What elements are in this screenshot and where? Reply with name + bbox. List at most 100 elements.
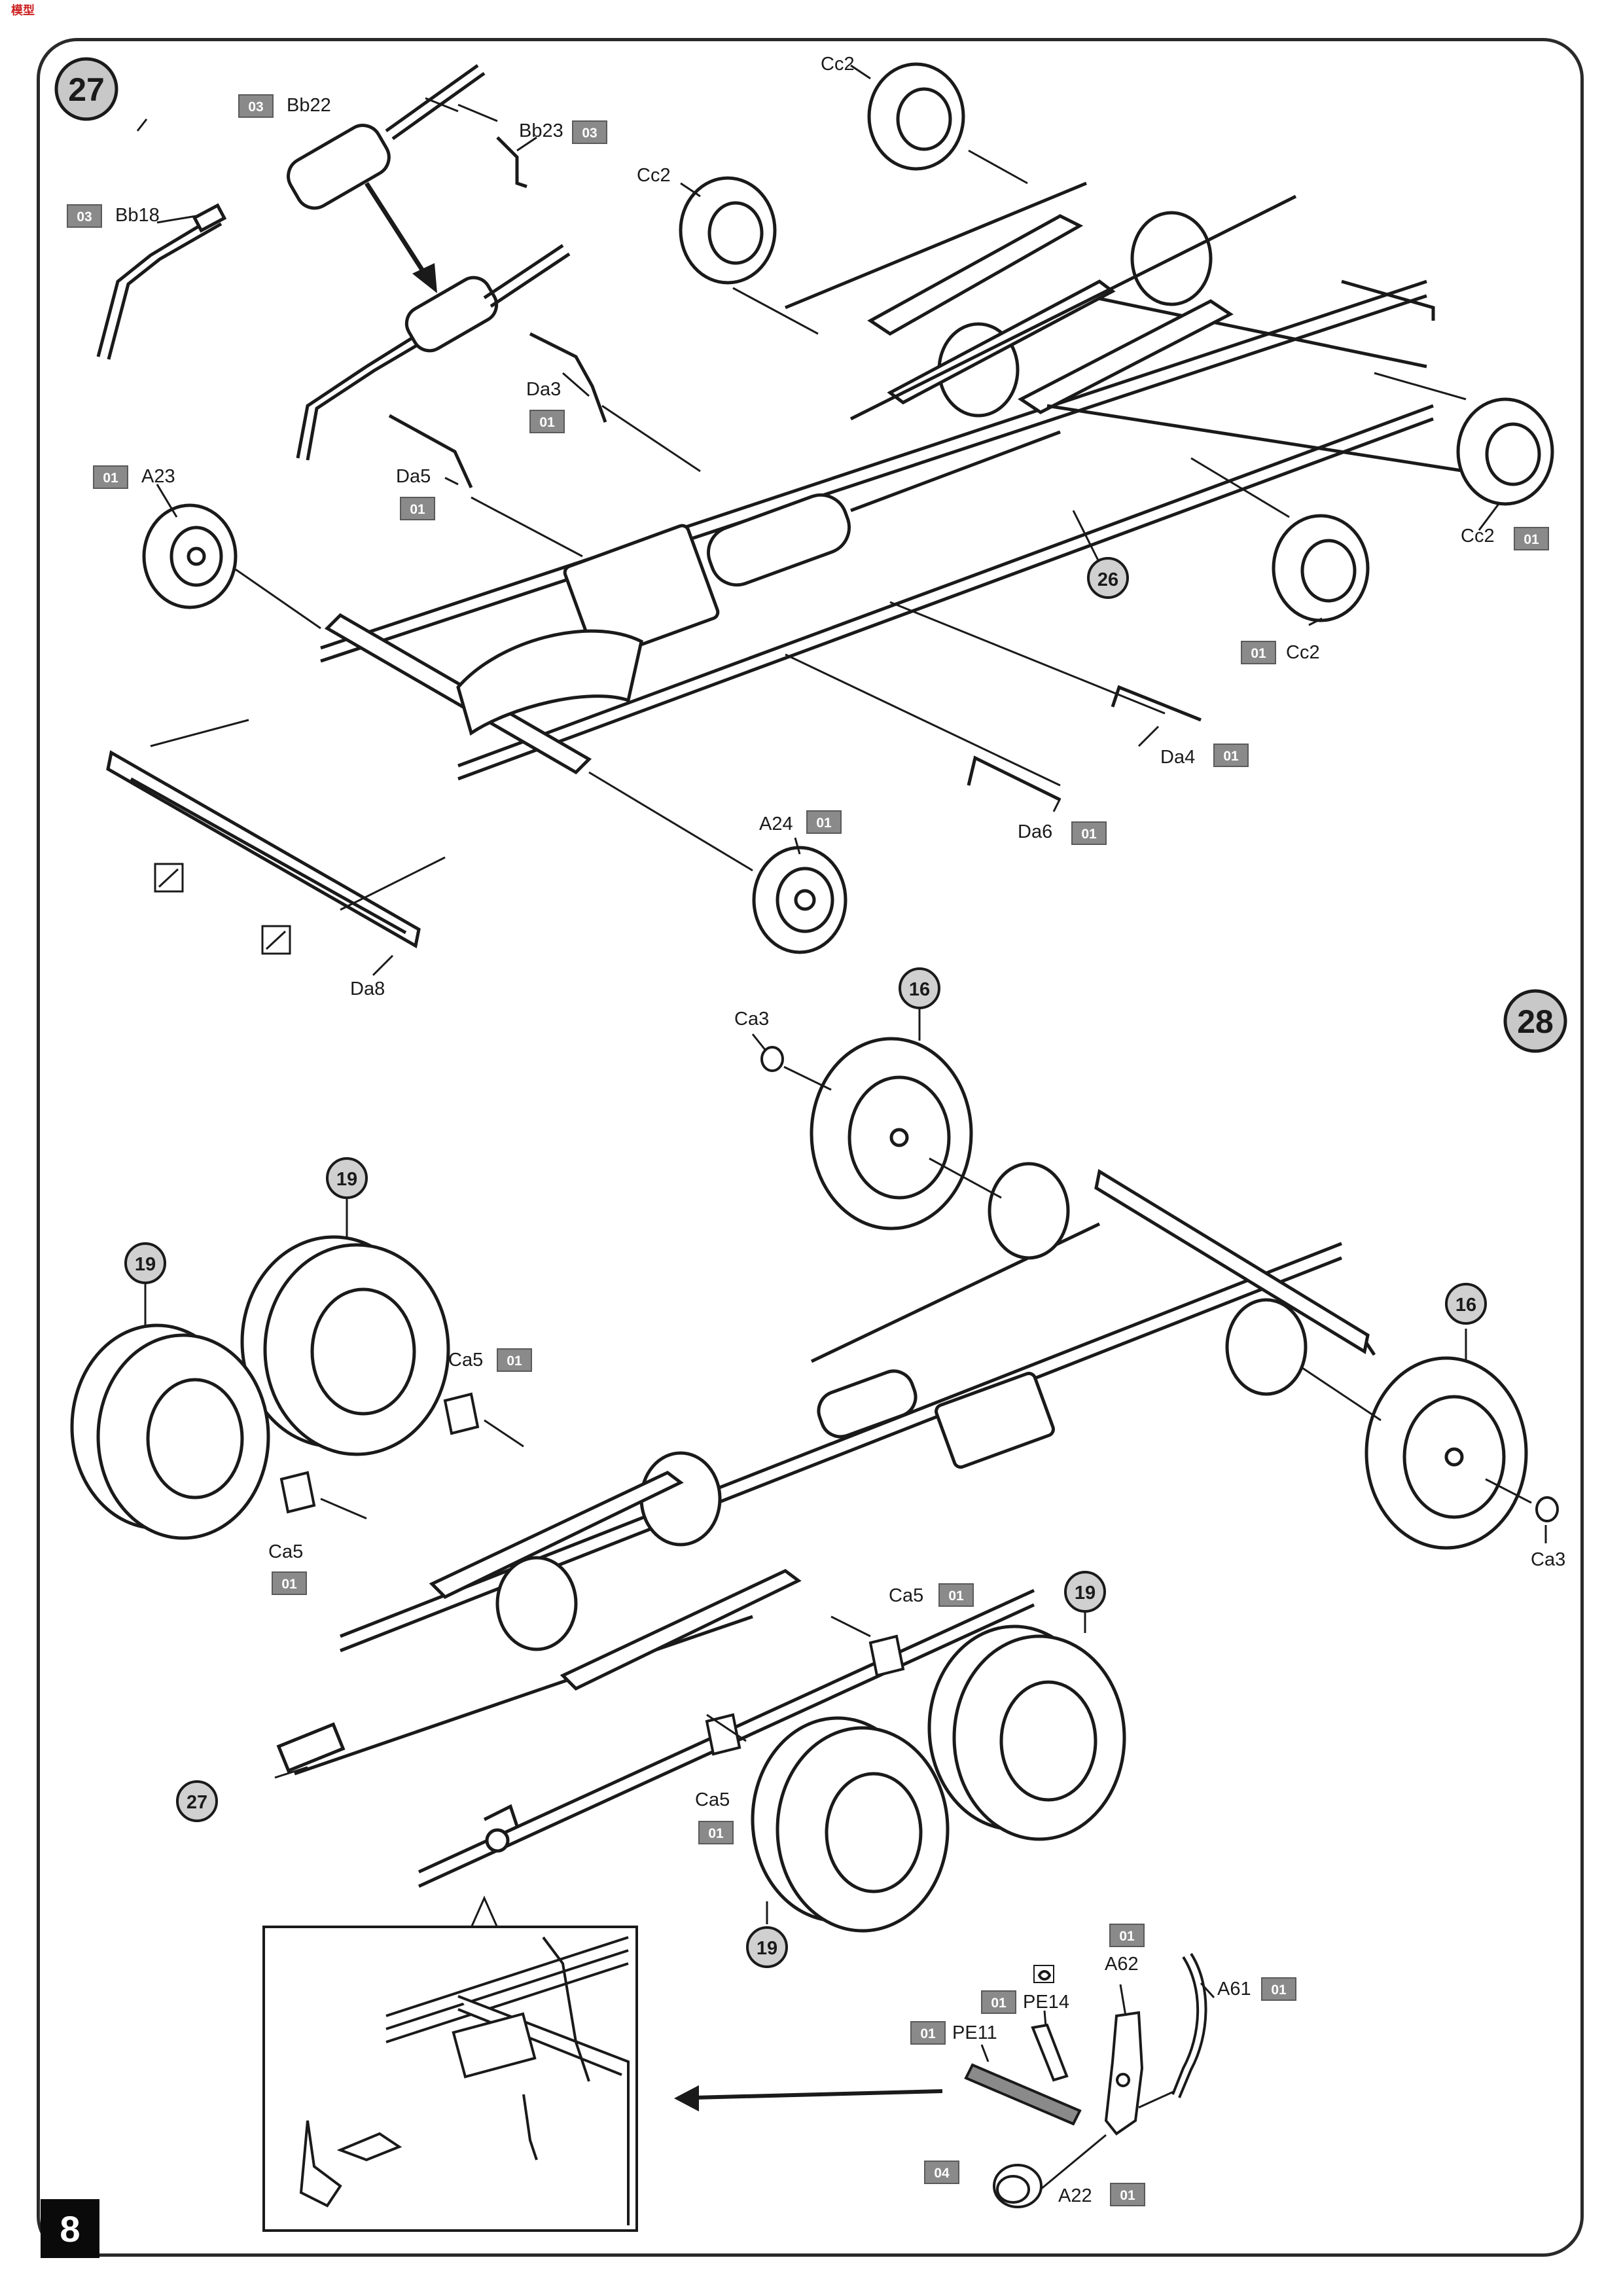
labels-28: Ca3 Ca3 Ca5 01 Ca5 01 Ca5 01 Ca5 01 bbox=[268, 1009, 1565, 1844]
dual-wheel-19-left-front bbox=[70, 1323, 270, 1540]
svg-text:A61: A61 bbox=[1217, 1979, 1251, 2000]
svg-text:Ca5: Ca5 bbox=[268, 1541, 303, 1562]
svg-text:Bb22: Bb22 bbox=[287, 95, 331, 116]
svg-text:Ca5: Ca5 bbox=[889, 1585, 923, 1606]
part-a22 bbox=[993, 2164, 1043, 2208]
tow-hitch-28 bbox=[276, 1722, 519, 1853]
labels-27: 03 Bb22 Bb23 03 03 Bb18 Cc2 Cc2 01 A23 D… bbox=[67, 54, 1549, 999]
front-leaf-spring-da8 bbox=[106, 750, 421, 948]
sprue-tag bbox=[981, 1990, 1016, 2014]
svg-text:模型: 模型 bbox=[11, 3, 35, 17]
svg-text:Cc2: Cc2 bbox=[637, 165, 671, 186]
bracket-da6 bbox=[967, 755, 1061, 802]
sprue-tag bbox=[1213, 744, 1249, 767]
svg-text:01: 01 bbox=[708, 1826, 724, 1841]
sprue-tag bbox=[1261, 1977, 1296, 2001]
wheel-cc2-left bbox=[679, 176, 777, 285]
sprue-tag bbox=[400, 497, 435, 520]
svg-text:19: 19 bbox=[336, 1169, 357, 1190]
sprue-tag bbox=[572, 120, 607, 144]
sprue-tag bbox=[67, 204, 102, 228]
svg-text:19: 19 bbox=[1075, 1583, 1096, 1604]
svg-text:Da8: Da8 bbox=[350, 978, 385, 999]
rear-bogie-27 bbox=[785, 181, 1467, 473]
bracket-da5 bbox=[388, 414, 473, 489]
front-spring-28 bbox=[1094, 1169, 1370, 1354]
step-27-bubble: 27 bbox=[54, 57, 118, 121]
inset-arrow bbox=[674, 2085, 943, 2111]
sprue-tag bbox=[272, 1571, 307, 1595]
svg-text:Cc2: Cc2 bbox=[821, 54, 855, 75]
sprue-tag bbox=[1514, 527, 1549, 550]
svg-text:27: 27 bbox=[68, 71, 105, 108]
svg-text:01: 01 bbox=[1081, 827, 1097, 842]
sprue-tag bbox=[924, 2161, 959, 2184]
svg-text:A62: A62 bbox=[1105, 1954, 1139, 1975]
wheel-front-top-inner bbox=[988, 1162, 1070, 1260]
wheel-front-right-inner bbox=[1225, 1298, 1308, 1396]
site-logo: 模型 bbox=[0, 0, 46, 24]
subassembly-26-bubble: 26 bbox=[1087, 557, 1129, 599]
svg-text:A23: A23 bbox=[141, 466, 175, 487]
rear-bogie-28 bbox=[429, 1451, 802, 1691]
wheel-front-right-16 bbox=[1364, 1356, 1528, 1550]
sprue-tag bbox=[910, 2021, 946, 2045]
svg-text:01: 01 bbox=[1119, 1929, 1135, 1944]
svg-text:19: 19 bbox=[757, 1938, 777, 1959]
svg-text:01: 01 bbox=[539, 415, 555, 430]
assembly-arrows-27 bbox=[150, 97, 1467, 911]
svg-text:Cc2: Cc2 bbox=[1286, 642, 1320, 663]
svg-text:Da3: Da3 bbox=[526, 379, 561, 400]
part-a61 bbox=[1171, 1952, 1207, 2098]
svg-text:Ca5: Ca5 bbox=[695, 1789, 730, 1810]
front-axle-assembly bbox=[324, 493, 851, 775]
sprue-tag bbox=[1241, 641, 1276, 664]
svg-text:PE11: PE11 bbox=[952, 2022, 997, 2043]
svg-text:03: 03 bbox=[248, 99, 263, 115]
svg-text:Bb23: Bb23 bbox=[519, 120, 563, 141]
page-number: 8 bbox=[41, 2199, 99, 2258]
sprue-tag bbox=[238, 94, 274, 118]
part-pe11 bbox=[964, 2063, 1082, 2126]
svg-text:Da6: Da6 bbox=[1018, 821, 1052, 842]
sprue-tag bbox=[1071, 821, 1107, 845]
part-a62 bbox=[1104, 2011, 1144, 2136]
leader-lines-28 bbox=[144, 1008, 1547, 1924]
small-part-leaders bbox=[980, 1982, 1215, 2191]
sprue-tag bbox=[1109, 1924, 1145, 1947]
svg-text:04: 04 bbox=[934, 2166, 950, 2181]
sprue-tag bbox=[938, 1583, 974, 1607]
svg-text:26: 26 bbox=[1097, 569, 1118, 590]
bracket-da4 bbox=[1111, 685, 1202, 722]
direction-arrow bbox=[365, 182, 437, 293]
page-frame bbox=[37, 38, 1584, 2257]
svg-text:01: 01 bbox=[1251, 646, 1266, 661]
svg-text:03: 03 bbox=[582, 126, 597, 141]
wheel-cc2-right bbox=[1456, 397, 1554, 506]
svg-text:01: 01 bbox=[410, 502, 425, 517]
sprue-tag bbox=[698, 1821, 734, 1844]
hanger-bb23 bbox=[496, 136, 527, 188]
svg-text:27: 27 bbox=[187, 1792, 207, 1813]
part-pe14 bbox=[1031, 1965, 1069, 2082]
svg-text:03: 03 bbox=[77, 209, 92, 224]
svg-text:01: 01 bbox=[920, 2026, 936, 2041]
sprue-tag bbox=[93, 465, 128, 489]
hub-caps-28 bbox=[279, 1046, 1559, 1756]
svg-text:Da4: Da4 bbox=[1160, 747, 1195, 768]
bracket-da3 bbox=[529, 332, 607, 423]
sprue-tag bbox=[497, 1348, 532, 1372]
svg-text:16: 16 bbox=[1455, 1295, 1476, 1316]
svg-text:A24: A24 bbox=[759, 814, 793, 834]
svg-text:Da5: Da5 bbox=[396, 466, 431, 487]
svg-text:01: 01 bbox=[1223, 749, 1239, 764]
detail-inset bbox=[262, 1895, 638, 2232]
svg-text:Cc2: Cc2 bbox=[1461, 526, 1495, 547]
svg-text:PE14: PE14 bbox=[1023, 1992, 1069, 2013]
assembly-arrows-28 bbox=[274, 1066, 1532, 1779]
svg-text:01: 01 bbox=[948, 1588, 964, 1604]
engine-bay-28 bbox=[817, 1369, 1055, 1469]
svg-text:Ca5: Ca5 bbox=[448, 1350, 483, 1371]
dual-wheel-19-right-back bbox=[927, 1624, 1126, 1841]
